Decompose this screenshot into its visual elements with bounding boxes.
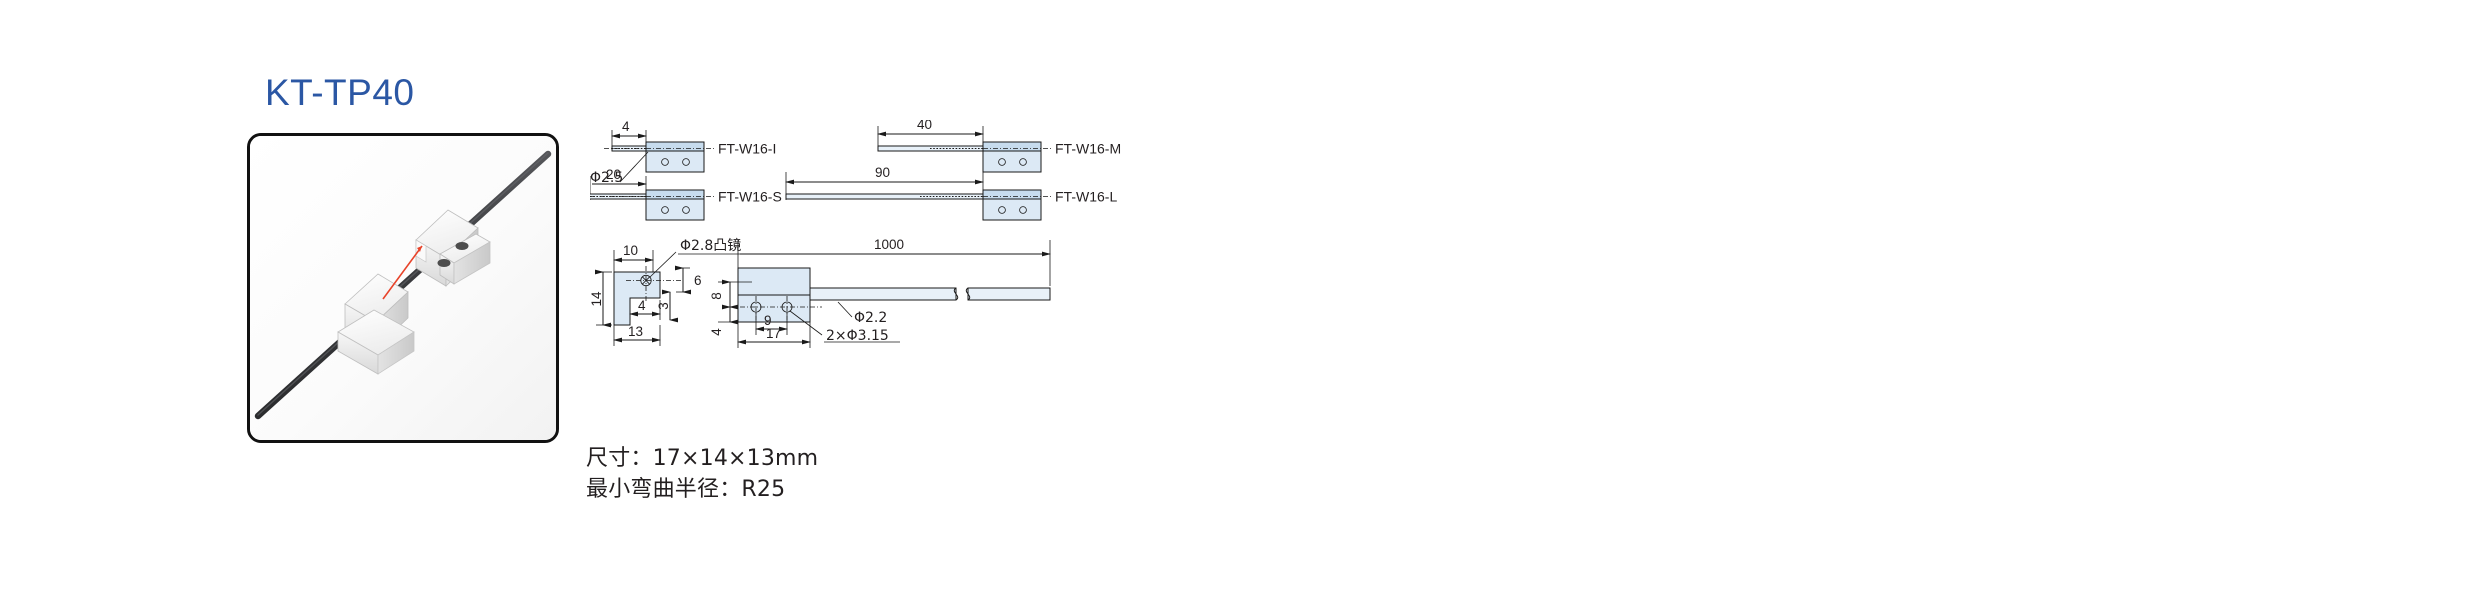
page-title: KT-TP40 (265, 72, 415, 113)
label-phi-2-5: Φ2.5 (590, 170, 623, 186)
dim-label-s: 20 (606, 167, 621, 182)
variant-label-i: FT-W16-I (718, 141, 776, 157)
product-photo (250, 136, 556, 440)
dim-side-height: 14 (590, 291, 604, 307)
variant-label-l: FT-W16-L (1055, 189, 1117, 205)
label-lens: Φ2.8凸镜 (680, 238, 741, 254)
label-cable-diameter: Φ2.2 (854, 310, 887, 326)
dim-lens-height: 6 (694, 273, 702, 288)
side-profile-view: 10 Φ2.8凸镜 14 (590, 238, 772, 346)
product-photo-illustration (250, 136, 556, 440)
fiber-cable (254, 150, 552, 420)
product-photo-frame (247, 133, 559, 443)
variant-drawing-ft-w16-l: 90 FT-W16-L (785, 165, 1117, 221)
spec-text-block: 尺寸：17×14×13mm 最小弯曲半径：R25 (586, 443, 818, 505)
dim-label-m: 40 (917, 120, 932, 132)
dim-notch-width: 4 (638, 298, 646, 313)
laser-beam-arrow (417, 246, 422, 252)
laser-beam (382, 245, 423, 300)
dimension-drawings-svg: .ln{stroke:#1a1a1a;stroke-width:1;fill:n… (590, 120, 1121, 348)
technical-drawings: .ln{stroke:#1a1a1a;stroke-width:1;fill:n… (590, 120, 1210, 420)
dim-lens-offset: 3 (656, 302, 671, 310)
spec-bend-radius: 最小弯曲半径：R25 (586, 477, 786, 502)
dim-side-width: 13 (628, 324, 643, 339)
annotation-fiber-diameter: Φ2.5 (590, 151, 649, 186)
variant-drawing-ft-w16-s: 20 FT-W16-S (590, 167, 782, 221)
dim-label-l: 90 (875, 165, 890, 180)
mounting-hole (437, 259, 451, 267)
dim-side-width-top: 10 (623, 243, 638, 258)
spec-size: 尺寸：17×14×13mm (586, 446, 819, 471)
sensor-head-receiver (415, 209, 491, 287)
mounting-hole (455, 242, 469, 250)
variant-label-s: FT-W16-S (718, 189, 782, 205)
dim-front-width: 17 (766, 326, 781, 341)
dim-hole-pitch: 9 (764, 313, 772, 328)
dim-cable-length: 1000 (874, 237, 904, 252)
variant-label-m: FT-W16-M (1055, 141, 1121, 157)
variant-drawing-ft-w16-i: 4 FT-W16-I (604, 120, 776, 173)
variant-drawing-ft-w16-m: 40 FT-W16-M (877, 120, 1121, 173)
dim-hole-from-top: 8 (709, 292, 724, 300)
label-mounting-holes: 2×Φ3.15 (826, 328, 889, 344)
dim-hole-from-bottom: 4 (709, 328, 724, 336)
dim-label-i: 4 (622, 120, 630, 134)
front-view-with-cable: 1000 Φ2.2 8 4 9 (709, 237, 1051, 348)
